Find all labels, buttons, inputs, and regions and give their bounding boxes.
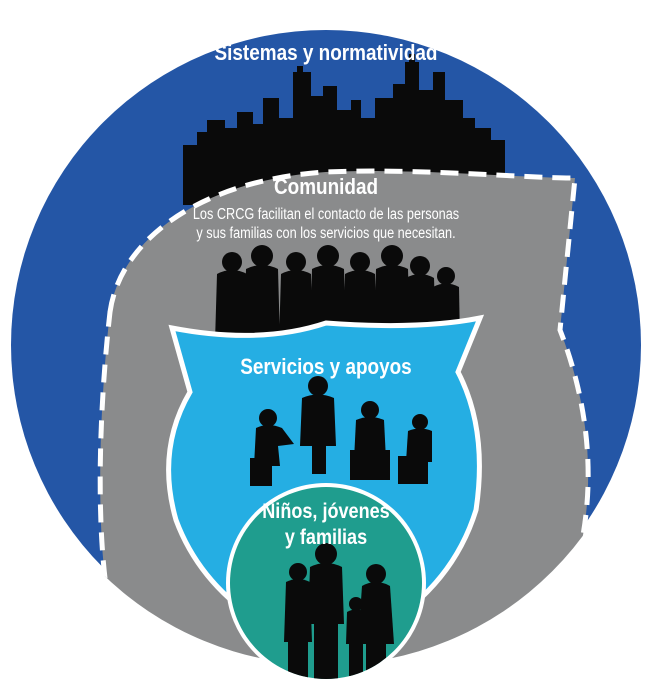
crowd-icon (215, 245, 460, 342)
community-layer-title: Comunidad (273, 174, 379, 199)
community-description-line-1: Los CRCG facilitan el contacto de las pe… (192, 206, 460, 223)
family-icon (284, 543, 394, 679)
systems-layer-title: Sistemas y normatividad (214, 40, 438, 65)
families-layer-title-line-1: Niños, jóvenes (262, 500, 390, 523)
community-description-line-2: y sus familias con los servicios que nec… (196, 225, 456, 242)
services-layer-title: Servicios y apoyos (240, 354, 412, 379)
families-layer-title-line-2: y familias (284, 526, 368, 549)
meeting-icon (250, 376, 432, 486)
